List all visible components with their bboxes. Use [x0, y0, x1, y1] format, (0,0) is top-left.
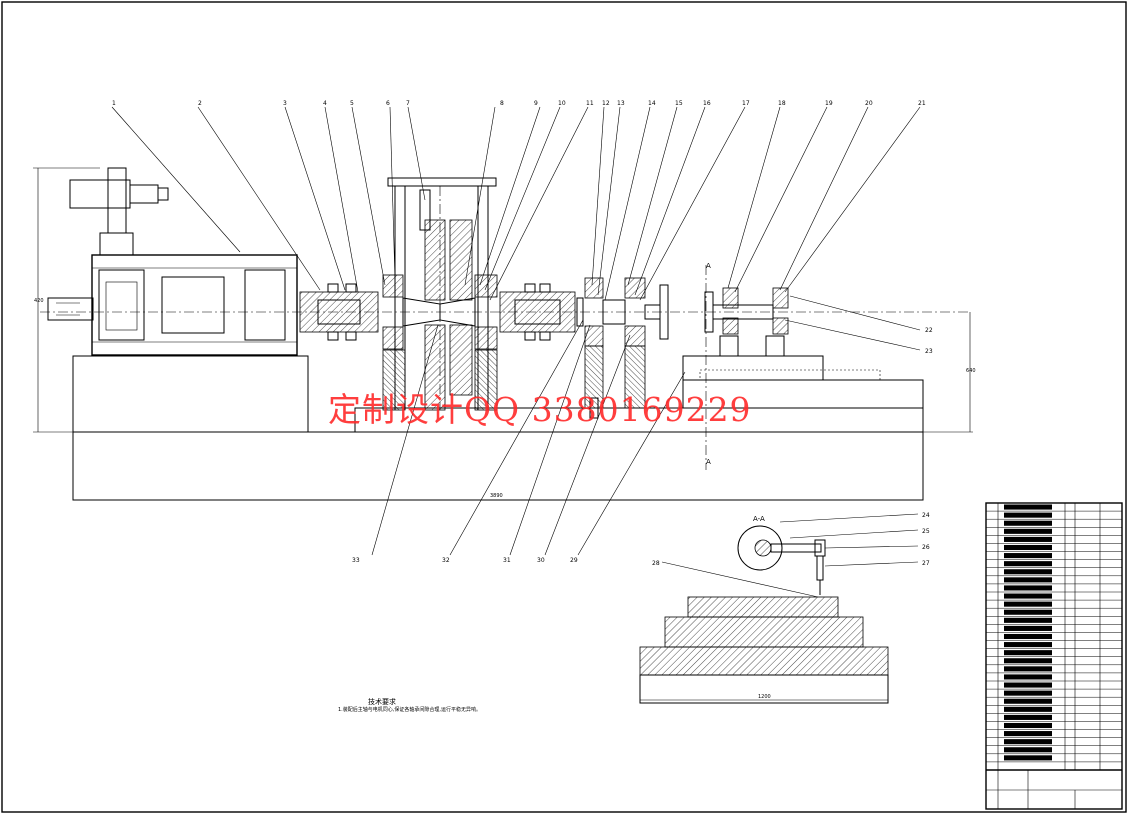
callout-21: 21: [918, 100, 926, 107]
bom-table: [985, 502, 1123, 810]
bom-name-cell: [1004, 585, 1052, 591]
callout-12: 12: [602, 100, 610, 107]
bom-name-cell: [1004, 633, 1052, 640]
bom-name-cell: [1004, 601, 1052, 607]
bom-rows: [986, 504, 1122, 763]
bom-name-cell: [1004, 561, 1052, 567]
dimension-lines: [33, 167, 973, 433]
bom-name-cell: [1004, 658, 1052, 664]
dim-height-left: 420: [34, 298, 44, 304]
callout-25: 25: [922, 528, 930, 535]
callout-9: 9: [534, 100, 538, 107]
bom-name-cell: [1004, 755, 1052, 761]
bom-name-cell: [1004, 536, 1052, 542]
callout-1: 1: [112, 100, 116, 107]
callout-14: 14: [648, 100, 656, 107]
bom-name-cell: [1004, 642, 1052, 648]
callout-4: 4: [323, 100, 327, 107]
bearing-group-1: [382, 274, 498, 411]
callout-7: 7: [406, 100, 410, 107]
leader-lines-top: [111, 106, 921, 556]
bom-name-cell: [1004, 698, 1052, 704]
callout-24: 24: [922, 512, 930, 519]
bom-name-cell: [1004, 520, 1052, 526]
bom-name-cell: [1004, 504, 1052, 510]
callout-2: 2: [198, 100, 202, 107]
callout-15: 15: [675, 100, 683, 107]
bom-name-cell: [1004, 690, 1052, 696]
bom-name-cell: [1004, 650, 1052, 656]
callout-6: 6: [386, 100, 390, 107]
coupling-left: [299, 283, 379, 341]
callout-11: 11: [586, 100, 594, 107]
coupling-middle: [499, 283, 584, 341]
bom-name-cell: [1004, 682, 1052, 688]
bom-name-cell: [1004, 706, 1052, 712]
callout-18: 18: [778, 100, 786, 107]
dim-base-width: 1200: [758, 694, 771, 700]
callout-13: 13: [617, 100, 625, 107]
callout-16: 16: [703, 100, 711, 107]
section-view-aa: [639, 513, 919, 704]
callout-23: 23: [925, 348, 933, 355]
callout-10: 10: [558, 100, 566, 107]
callout-33: 33: [352, 557, 360, 564]
bom-name-cell: [1004, 593, 1052, 599]
bom-name-cell: [1004, 553, 1052, 559]
tech-requirements-line-1: 1.装配后主轴与电机同心,保证各轴承间隙合理,运行平稳无异响。: [338, 707, 481, 713]
callout-32: 32: [442, 557, 450, 564]
callout-29: 29: [570, 557, 578, 564]
callout-19: 19: [825, 100, 833, 107]
motor: [47, 167, 298, 356]
bom-name-cell: [1004, 747, 1052, 753]
bom-name-cell: [1004, 666, 1052, 672]
bom-name-cell: [1004, 714, 1052, 720]
bom-name-cell: [1004, 617, 1052, 623]
test-head: [699, 265, 881, 470]
bom-name-cell: [1004, 512, 1052, 518]
bom-name-cell: [1004, 731, 1052, 737]
section-view-label: A-A: [753, 515, 765, 523]
callout-28: 28: [652, 560, 660, 567]
dim-overall-length: 3890: [490, 493, 503, 499]
bom-name-cell: [1004, 577, 1052, 583]
bom-name-cell: [1004, 528, 1052, 534]
load-frame: [387, 177, 497, 411]
callout-8: 8: [500, 100, 504, 107]
section-mark-top: A: [706, 262, 711, 270]
watermark-text: 定制设计QQ 3380169229: [328, 390, 752, 429]
callout-26: 26: [922, 544, 930, 551]
dim-height-right: 640: [966, 368, 976, 374]
bom-name-cell: [1004, 739, 1052, 745]
callout-31: 31: [503, 557, 511, 564]
tech-requirements-title: 技术要求: [368, 698, 396, 706]
bom-name-cell: [1004, 722, 1052, 729]
callout-27: 27: [922, 560, 930, 567]
callout-22: 22: [925, 327, 933, 334]
bom-name-cell: [1004, 569, 1052, 575]
callout-17: 17: [742, 100, 750, 107]
bom-name-cell: [1004, 674, 1052, 680]
bom-name-cell: [1004, 609, 1052, 615]
bom-name-cell: [1004, 544, 1052, 551]
callout-3: 3: [283, 100, 287, 107]
section-mark-bottom: A: [706, 458, 711, 466]
callout-30: 30: [537, 557, 545, 564]
callout-20: 20: [865, 100, 873, 107]
callout-5: 5: [350, 100, 354, 107]
bom-name-cell: [1004, 625, 1052, 631]
